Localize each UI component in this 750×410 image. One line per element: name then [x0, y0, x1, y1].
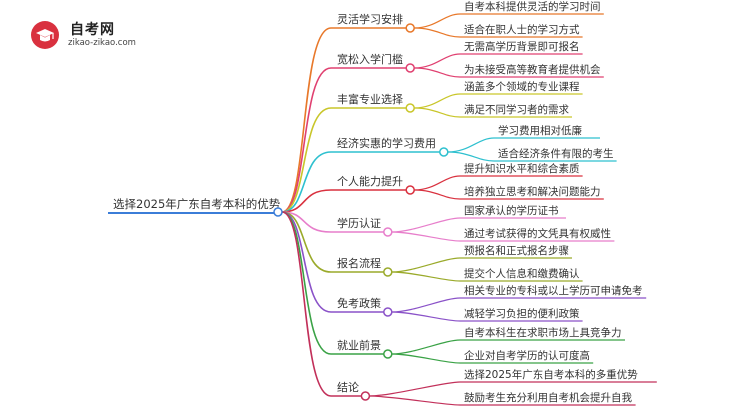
leaf-label: 通过考试获得的文凭具有权威性 — [464, 227, 611, 240]
leaf-connector — [369, 381, 461, 397]
leaf-label: 相关专业的专科或以上学历可申请免考 — [464, 284, 643, 297]
branch-connector — [281, 151, 332, 213]
leaf-label: 满足不同学习者的需求 — [464, 103, 569, 116]
branch-node — [405, 185, 415, 195]
logo-url: zikao-zikao.com — [68, 38, 136, 48]
leaf-connector — [391, 257, 461, 273]
branch-label: 宽松入学门槛 — [337, 52, 403, 66]
leaf-label: 为未接受高等教育者提供机会 — [464, 63, 601, 76]
leaf-connector — [391, 311, 461, 322]
root-label: 选择2025年广东自考本科的优势 — [113, 197, 281, 211]
branch-label: 灵活学习安排 — [337, 12, 403, 26]
branch-label: 学历认证 — [337, 216, 381, 230]
leaf-label: 提交个人信息和缴费确认 — [464, 267, 580, 280]
root-node — [273, 207, 283, 217]
leaf-label: 涵盖多个领域的专业课程 — [464, 80, 580, 93]
leaf-label: 企业对自考学历的认可度高 — [464, 349, 590, 362]
leaf-connector — [414, 27, 461, 38]
leaf-label: 自考本科提供灵活的学习时间 — [464, 0, 601, 13]
branch-connector — [281, 107, 332, 213]
leaf-connector — [369, 395, 461, 406]
leaf-connector — [447, 137, 495, 153]
leaf-connector — [391, 271, 461, 282]
logo: 自考网 zikao-zikao.com — [30, 18, 170, 52]
leaf-label: 减轻学习负担的便利政策 — [464, 307, 580, 320]
leaf-label: 自考本科生在求职市场上具竞争力 — [464, 326, 622, 339]
leaf-label: 无需高学历背景即可报名 — [464, 40, 580, 53]
branch-node — [383, 227, 393, 237]
leaf-connector — [414, 13, 461, 29]
leaf-connector — [414, 67, 461, 78]
leaf-label: 选择2025年广东自考本科的多重优势 — [464, 368, 638, 381]
leaf-connector — [391, 231, 461, 242]
branch-connector — [281, 211, 332, 355]
leaf-connector — [414, 93, 461, 109]
branch-node — [405, 103, 415, 113]
leaf-label: 国家承认的学历证书 — [464, 204, 559, 217]
graduation-cap-icon — [31, 21, 59, 49]
leaf-connector — [391, 217, 461, 233]
branch-node — [439, 147, 449, 157]
branch-label: 结论 — [337, 380, 359, 394]
branch-label: 报名流程 — [337, 256, 381, 270]
branch-node — [360, 391, 371, 401]
branch-connector — [281, 189, 332, 213]
branch-label: 丰富专业选择 — [337, 92, 403, 106]
branch-label: 就业前景 — [337, 338, 381, 352]
leaf-connector — [414, 107, 461, 118]
leaf-label: 鼓励考生充分利用自考机会提升自我 — [464, 391, 632, 404]
branch-node — [405, 63, 415, 73]
leaf-connector — [447, 151, 495, 162]
leaf-label: 提升知识水平和综合素质 — [464, 162, 580, 175]
leaf-connector — [391, 297, 461, 313]
leaf-label: 适合在职人士的学习方式 — [464, 23, 580, 36]
leaf-connector — [391, 353, 461, 364]
branch-label: 免考政策 — [337, 296, 381, 310]
leaf-label: 适合经济条件有限的考生 — [498, 147, 614, 160]
leaf-label: 学习费用相对低廉 — [498, 124, 582, 137]
branch-connector — [281, 211, 332, 273]
leaf-label: 培养独立思考和解决问题能力 — [464, 185, 601, 198]
branch-node — [383, 267, 393, 277]
leaf-connector — [414, 53, 461, 69]
branch-node — [383, 349, 393, 359]
branch-connector — [281, 27, 332, 213]
branch-label: 经济实惠的学习费用 — [337, 136, 436, 150]
leaf-connector — [414, 189, 461, 200]
branch-node — [405, 23, 415, 33]
branch-node — [383, 307, 393, 317]
leaf-connector — [391, 339, 461, 355]
logo-title: 自考网 — [70, 22, 115, 38]
leaf-connector — [414, 175, 461, 191]
branch-connector — [281, 211, 332, 397]
branch-label: 个人能力提升 — [337, 174, 403, 188]
branch-connector — [281, 67, 332, 213]
leaf-label: 预报名和正式报名步骤 — [464, 244, 569, 257]
